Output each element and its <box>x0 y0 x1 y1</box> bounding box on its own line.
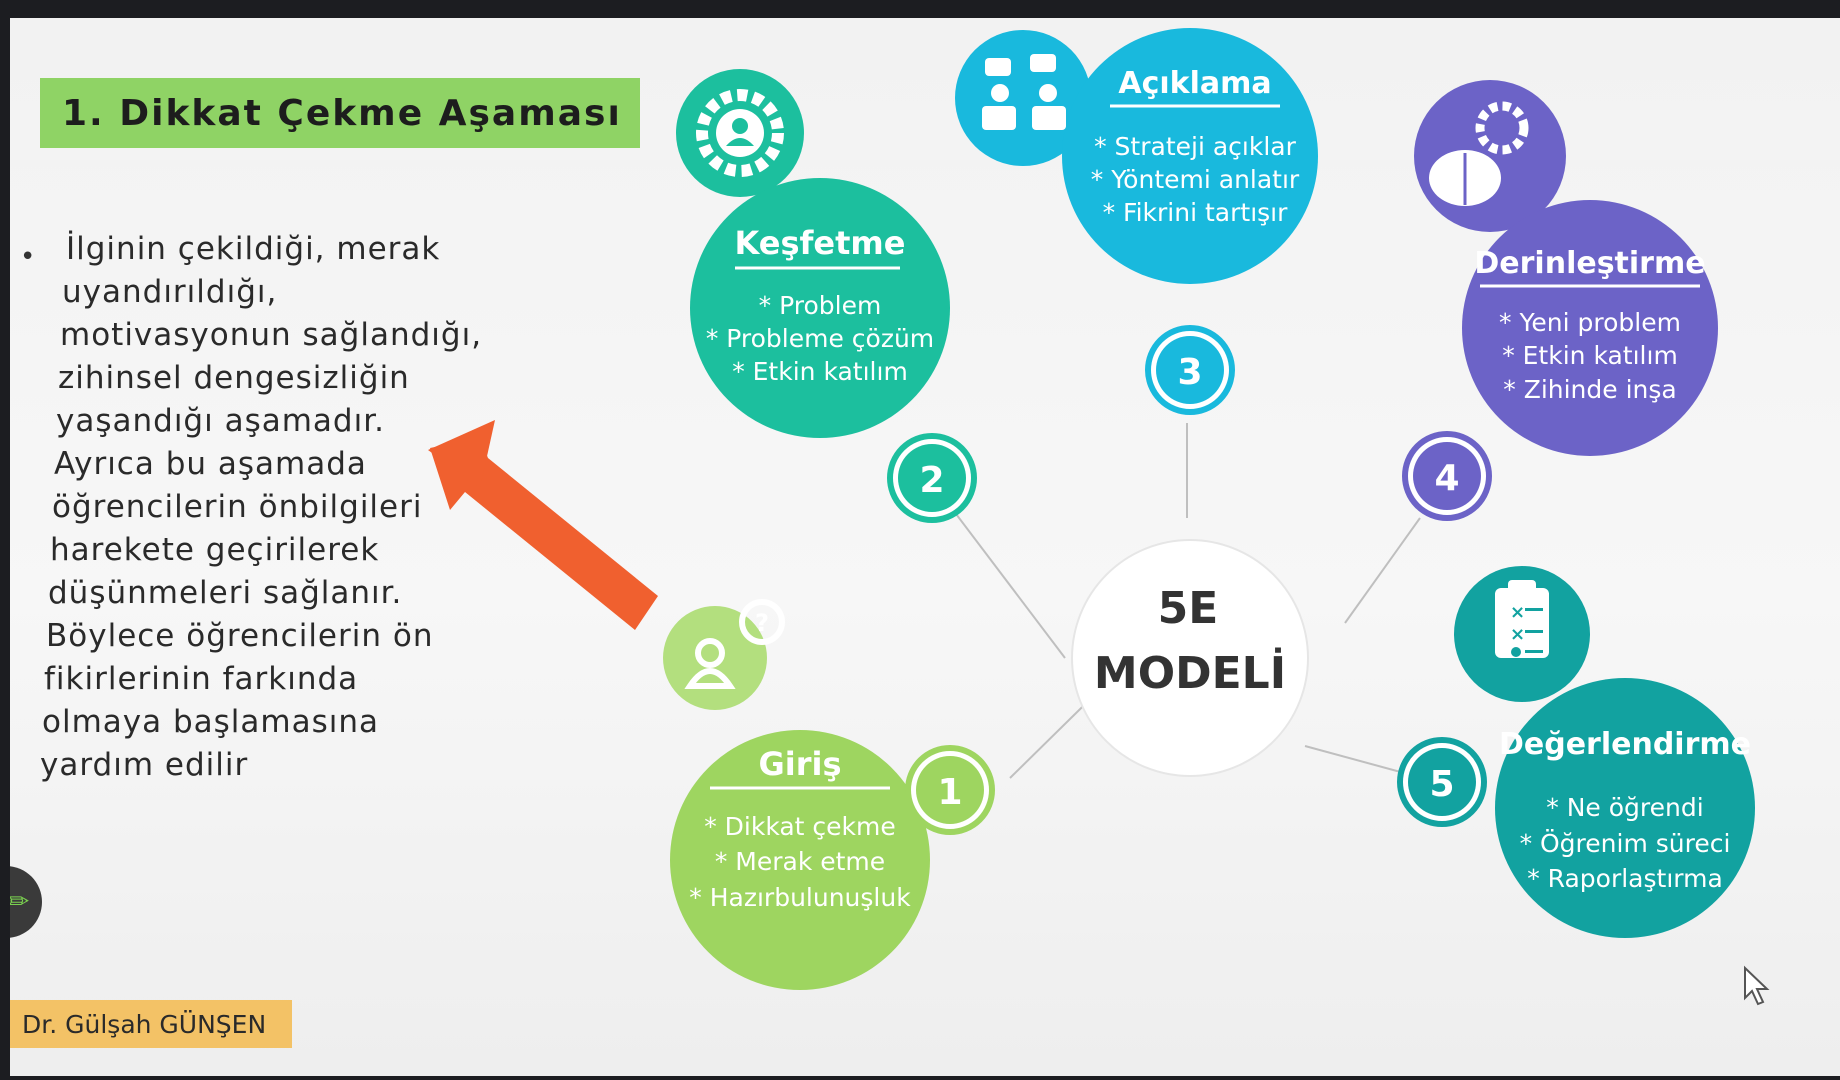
center-title-line2: MODELİ <box>1094 646 1286 699</box>
stage-item: * Etkin katılım <box>1502 341 1678 370</box>
stage-item: * Problem <box>759 291 882 320</box>
slide-title: 1. Dikkat Çekme Aşaması <box>62 92 622 134</box>
center-circle: 5E MODELİ <box>1071 539 1309 777</box>
stage-item: * Dikkat çekme <box>704 812 896 841</box>
person-question-icon: ? <box>684 599 785 689</box>
stage-title: Giriş <box>758 745 841 783</box>
stage-number-badge: 3 <box>1145 325 1235 415</box>
stage-aciklama: Açıklama * Strateji açıklar * Yöntemi an… <box>955 28 1318 415</box>
stage-number: 4 <box>1434 458 1459 499</box>
bullet-icon: • <box>20 242 37 272</box>
stage-item: * Fikrini tartışır <box>1103 198 1289 227</box>
clipboard-icon: × × <box>1495 580 1549 658</box>
stage-number: 3 <box>1177 352 1202 393</box>
body-line: uyandırıldığı, <box>62 274 278 310</box>
body-line: Böylece öğrencilerin ön <box>46 618 434 654</box>
body-line: olmaya başlamasına <box>42 704 380 740</box>
stage-title: Derinleştirme <box>1474 246 1705 281</box>
mouse-cursor-icon <box>1744 965 1770 1006</box>
body-line: zihinsel dengesizliğin <box>58 360 410 396</box>
stage-number: 2 <box>919 460 944 501</box>
stage-item: * Zihinde inşa <box>1503 375 1677 404</box>
slide-body-text: • İlginin çekildiği, merak uyandırıldığı… <box>20 228 483 787</box>
center-title-line1: 5E <box>1158 583 1219 634</box>
stage-title: Değerlendirme <box>1499 727 1751 762</box>
svg-text:×: × <box>1510 624 1525 645</box>
gear-person-icon <box>696 89 784 177</box>
stage-item: * Öğrenim süreci <box>1520 829 1731 858</box>
slide-title-box: 1. Dikkat Çekme Aşaması <box>40 78 640 148</box>
stage-giris: ? Giriş * Dikkat çekme * Merak etme * Ha… <box>663 599 995 990</box>
brain-gear-icon <box>1429 101 1529 206</box>
stage-number-badge: 5 <box>1397 737 1487 827</box>
body-line: İlginin çekildiği, merak <box>66 231 441 267</box>
stage-item: * Ne öğrendi <box>1546 793 1703 822</box>
stage-item: * Etkin katılım <box>732 357 908 386</box>
stage-number-badge: 2 <box>887 433 977 523</box>
body-line: yaşandığı aşamadır. <box>56 403 385 439</box>
body-line: Ayrıca bu aşamada <box>54 446 367 482</box>
5e-model-diagram: 5E MODELİ ? Giriş * Dikkat çekme * Merak… <box>428 28 1770 1006</box>
body-line: öğrencilerin önbilgileri <box>52 489 423 525</box>
body-line: düşünmeleri sağlanır. <box>48 575 403 611</box>
stage-item: * Merak etme <box>715 847 885 876</box>
stage-item: * Raporlaştırma <box>1527 864 1723 893</box>
stage-degerlendirme: × × Değerlendirme * Ne öğrendi * Öğrenim… <box>1397 566 1755 938</box>
stage-kesfetme: Keşfetme * Problem * Probleme çözüm * Et… <box>676 69 977 523</box>
stage-title: Keşfetme <box>735 224 906 262</box>
stage-derinlestirme: Derinleştirme * Yeni problem * Etkin kat… <box>1402 80 1718 521</box>
body-line: harekete geçirilerek <box>50 532 380 568</box>
pointer-arrow <box>428 420 658 630</box>
stage-title: Açıklama <box>1118 66 1271 101</box>
body-line: fikirlerinin farkında <box>44 661 359 697</box>
stage-item: * Hazırbulunuşluk <box>689 883 911 912</box>
stage-item: * Strateji açıklar <box>1094 132 1296 161</box>
author-box: Dr. Gülşah GÜNŞEN <box>10 1000 292 1048</box>
author-name: Dr. Gülşah GÜNŞEN <box>22 1009 267 1039</box>
svg-text:×: × <box>1510 602 1525 623</box>
stage-item: * Yöntemi anlatır <box>1091 165 1300 194</box>
stage-number: 5 <box>1429 764 1454 805</box>
discussion-icon <box>982 54 1066 130</box>
stage-item: * Yeni problem <box>1499 308 1681 337</box>
stage-number: 1 <box>937 772 962 813</box>
stage-item: * Probleme çözüm <box>706 324 934 353</box>
body-line: yardım edilir <box>40 747 249 783</box>
body-line: motivasyonun sağlandığı, <box>60 317 483 353</box>
stage-number-badge: 4 <box>1402 431 1492 521</box>
presentation-slide: 1. Dikkat Çekme Aşaması • İlginin çekild… <box>10 18 1840 1076</box>
stage-number-badge: 1 <box>905 745 995 835</box>
svg-text:?: ? <box>755 609 769 637</box>
